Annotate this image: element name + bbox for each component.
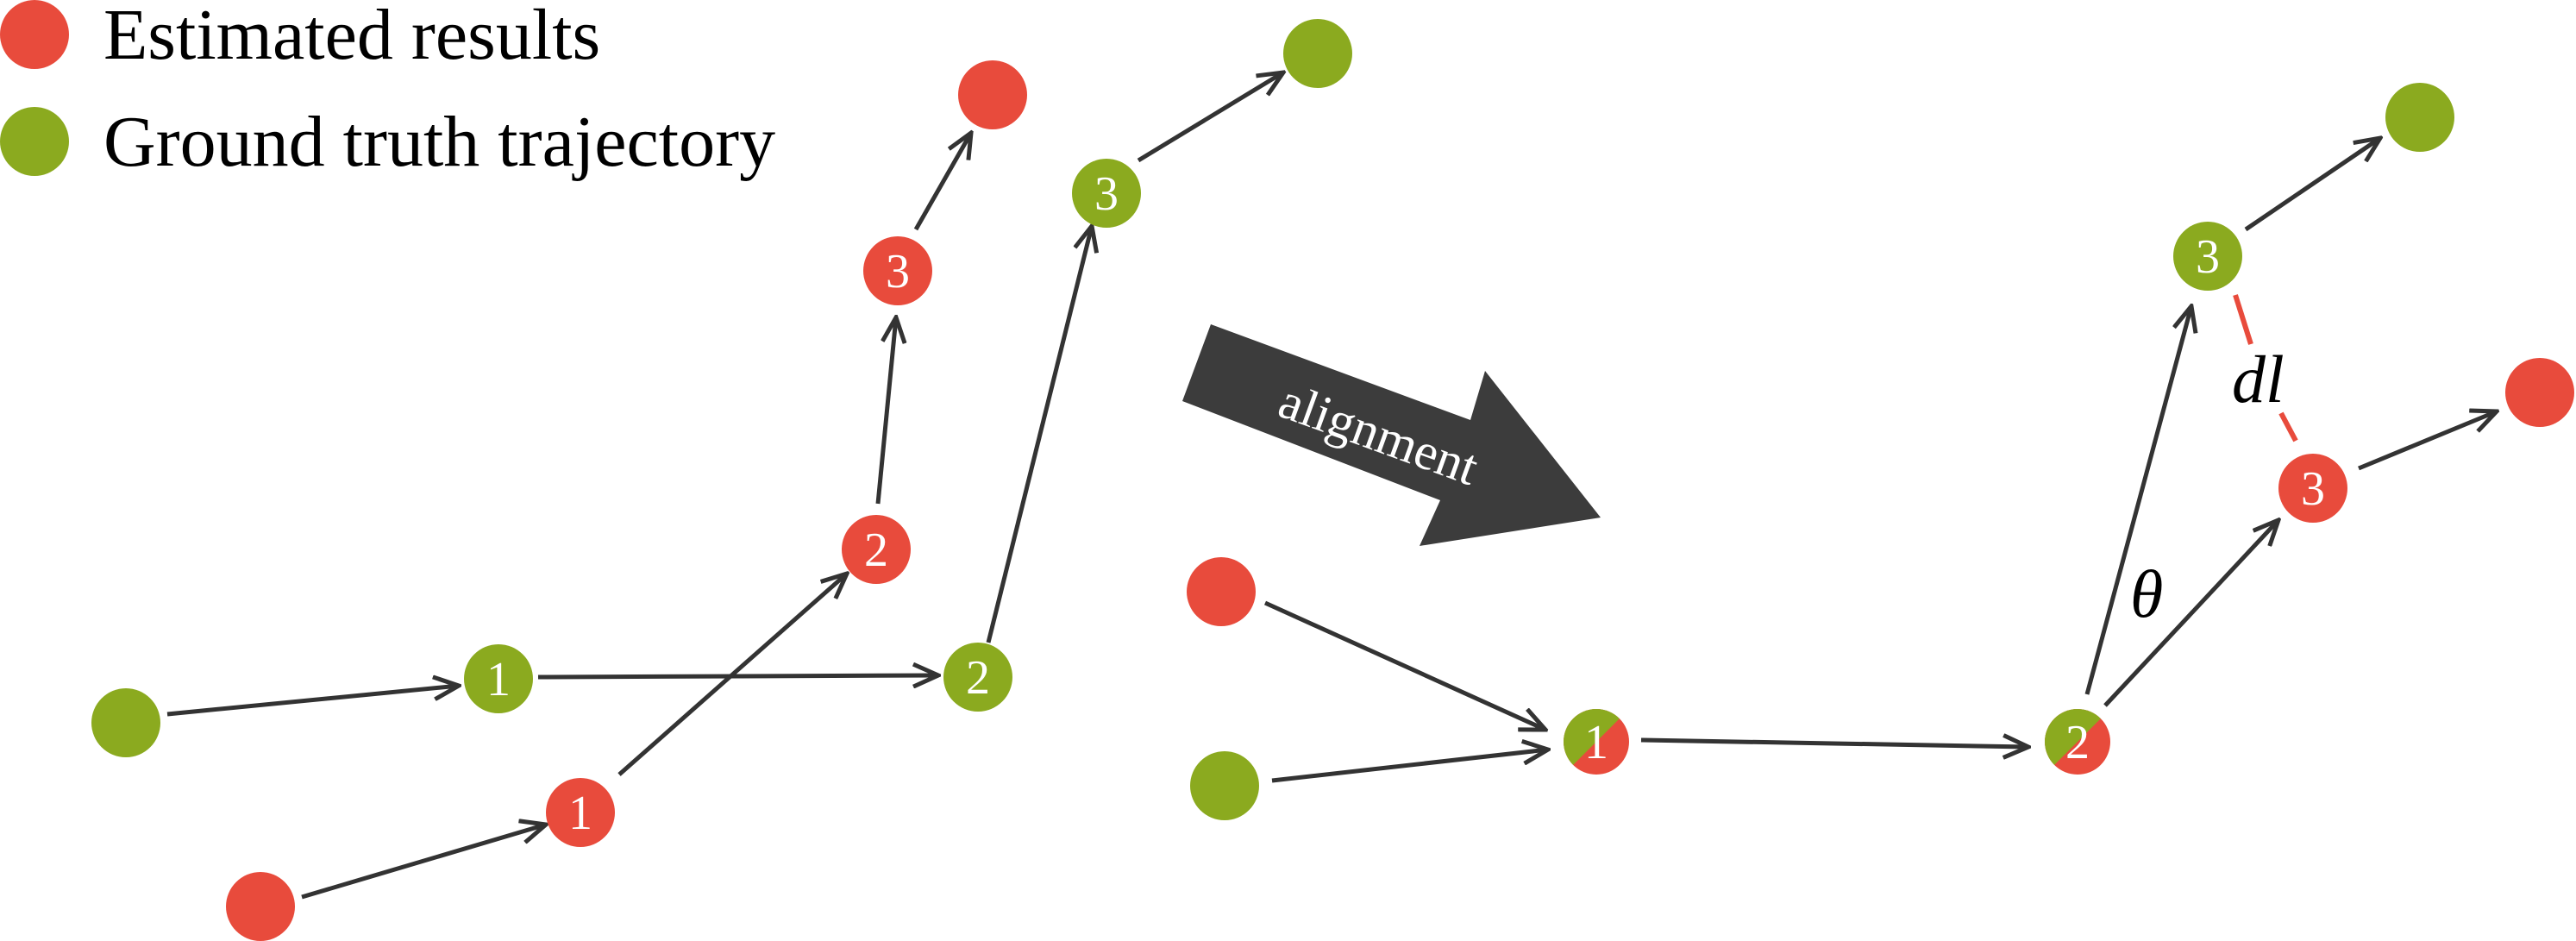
aligned-node-1: 1	[1564, 709, 1629, 775]
gt-edge-1-to-2	[537, 675, 938, 677]
distance-line-upper	[2233, 294, 2253, 345]
est-edge-1-to-2	[617, 574, 847, 776]
right-panel-after-alignment: 1 2 3 3 θ dl	[1187, 83, 2574, 820]
gt-edge-start-to-1	[166, 686, 459, 717]
gt-node-2	[943, 643, 1012, 712]
gt-node-end	[1283, 19, 1352, 88]
legend-ground-truth-label: Ground truth trajectory	[103, 102, 775, 182]
gt-node-2-label: 2	[966, 651, 990, 705]
legend-ground-truth-swatch	[0, 107, 69, 176]
gt-node-1	[464, 644, 533, 713]
aligned-est-node-end	[2505, 358, 2574, 427]
distance-line-lower	[2278, 411, 2298, 442]
aligned-est-node-start	[1187, 557, 1256, 626]
est-node-1	[546, 778, 615, 847]
est-node-2	[842, 515, 911, 584]
est-edge-3-to-end	[913, 133, 971, 231]
est-node-2-label: 2	[864, 524, 888, 577]
est-edge-2-to-3	[875, 317, 896, 505]
gt-node-start	[91, 688, 160, 757]
aligned-node-2-label: 2	[2065, 716, 2090, 769]
alignment-arrow: alignment	[1182, 324, 1601, 546]
distance-dl-label: dl	[2232, 342, 2285, 417]
aligned-est-node-3-label: 3	[2301, 462, 2325, 516]
aligned-node-2: 2	[2045, 709, 2110, 775]
left-panel-before-alignment: 1 2 3 1 2 3	[91, 19, 1352, 941]
aligned-est-edge-2-to-3	[2103, 520, 2278, 707]
angle-theta-label: θ	[2130, 556, 2163, 631]
aligned-node-1-label: 1	[1584, 716, 1608, 769]
aligned-edge-1-to-2	[1640, 740, 2028, 747]
aligned-gt-node-3-label: 3	[2196, 230, 2220, 284]
aligned-edge-est-start-to-1	[1263, 600, 1545, 730]
aligned-gt-node-start	[1190, 751, 1259, 820]
aligned-est-node-3	[2278, 454, 2347, 523]
est-node-3	[863, 236, 932, 305]
aligned-gt-edge-2-to-3	[2084, 306, 2191, 695]
gt-node-3	[1072, 159, 1141, 228]
aligned-est-edge-3-to-end	[2358, 411, 2497, 471]
alignment-arrow-shape	[1182, 324, 1601, 546]
est-node-start	[226, 872, 295, 941]
gt-node-3-label: 3	[1094, 167, 1119, 221]
legend-estimated-label: Estimated results	[103, 0, 600, 75]
aligned-gt-node-end	[2385, 83, 2454, 152]
aligned-gt-node-3	[2173, 222, 2242, 291]
aligned-edge-gt-start-to-1	[1271, 750, 1548, 783]
est-edge-start-to-1	[301, 825, 546, 900]
legend-estimated-swatch	[0, 0, 69, 69]
est-node-end	[958, 60, 1027, 129]
legend: Estimated results Ground truth trajector…	[0, 0, 775, 182]
est-node-3-label: 3	[886, 245, 910, 298]
gt-edge-2-to-3	[986, 226, 1092, 643]
gt-edge-3-to-end	[1137, 72, 1283, 163]
aligned-gt-edge-3-to-end	[2244, 138, 2380, 232]
est-node-1-label: 1	[568, 787, 592, 840]
gt-node-1-label: 1	[486, 653, 511, 706]
